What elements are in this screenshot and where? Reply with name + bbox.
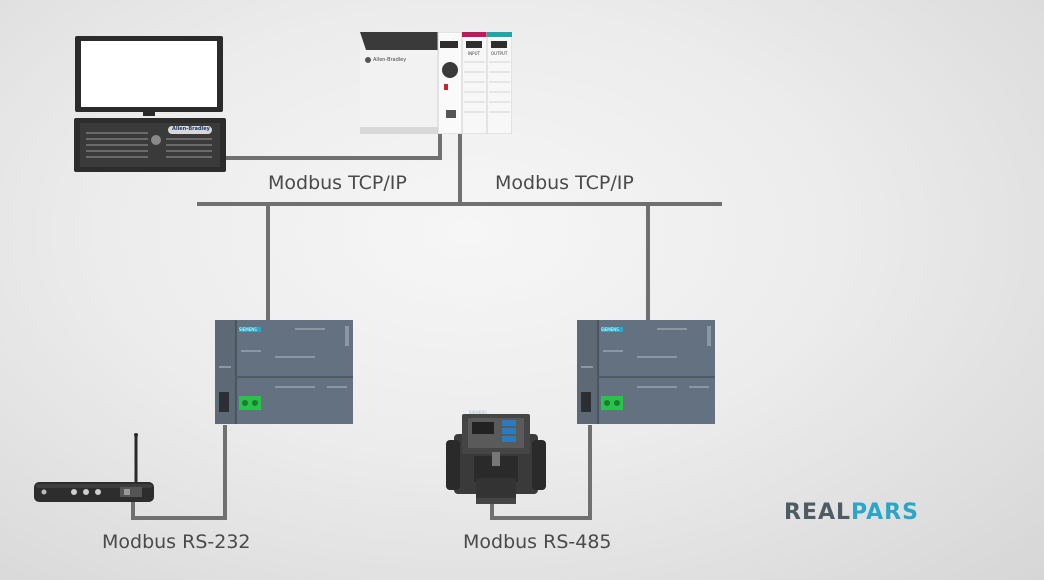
serial-modem-device bbox=[34, 432, 158, 506]
realpars-logo: REALPARS bbox=[784, 500, 919, 525]
logo-part-pars: PARS bbox=[851, 500, 919, 525]
rs232-wire bbox=[131, 425, 227, 520]
workstation-brand: Allen-Bradley bbox=[172, 126, 210, 132]
siemens-plc-right-brand: SIEMENS bbox=[601, 327, 619, 332]
main-plc: Allen-Bradley INPUT OUTPUT bbox=[360, 31, 513, 135]
siemens-plc-left: SIEMENS bbox=[215, 320, 353, 424]
workstation-tower: Allen-Bradley bbox=[74, 118, 226, 172]
input-module-label: INPUT bbox=[468, 51, 480, 56]
siemens-plc-right: SIEMENS bbox=[577, 320, 715, 424]
rs485-wire bbox=[490, 425, 592, 520]
main-plc-brand: Allen-Bradley bbox=[373, 57, 407, 63]
output-module-label: OUTPUT bbox=[491, 51, 508, 56]
rs485-label: Modbus RS-485 bbox=[463, 531, 612, 553]
rs232-label: Modbus RS-232 bbox=[102, 531, 251, 553]
logo-part-real: REAL bbox=[784, 500, 852, 525]
tcp-label-right: Modbus TCP/IP bbox=[495, 172, 634, 194]
tcp-label-left: Modbus TCP/IP bbox=[268, 172, 407, 194]
siemens-vfd-drive: SIEMENS bbox=[446, 410, 546, 504]
siemens-plc-left-brand: SIEMENS bbox=[239, 327, 257, 332]
workstation-monitor bbox=[75, 36, 223, 116]
pc-to-plc-wire bbox=[220, 130, 442, 160]
vfd-brand: SIEMENS bbox=[469, 410, 487, 415]
